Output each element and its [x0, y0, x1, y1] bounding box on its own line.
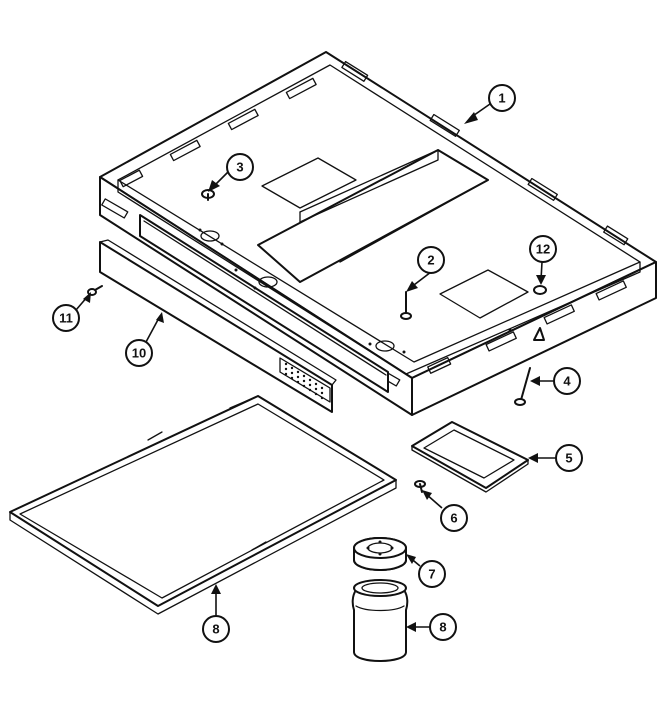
svg-text:6: 6: [450, 511, 457, 526]
screw-4: [514, 367, 531, 406]
screw-2: [400, 291, 412, 320]
main-tray: [99, 51, 657, 416]
svg-text:5: 5: [565, 451, 572, 466]
svg-text:12: 12: [536, 242, 550, 257]
callout-6: 6: [422, 490, 468, 532]
svg-text:1: 1: [498, 91, 505, 106]
svg-text:8: 8: [439, 620, 446, 635]
screw-3: [201, 189, 215, 201]
plate: [411, 421, 529, 493]
svg-text:10: 10: [132, 346, 146, 361]
svg-text:7: 7: [428, 567, 435, 582]
callout-1: 1: [464, 84, 516, 124]
callout-12: 12: [529, 235, 557, 285]
callout-7: 7: [406, 554, 446, 588]
screw-11: [87, 285, 103, 296]
svg-text:3: 3: [236, 160, 243, 175]
svg-text:11: 11: [59, 311, 73, 326]
nut-12: [533, 285, 547, 295]
callout-4: 4: [530, 367, 581, 395]
callout-5: 5: [528, 444, 583, 472]
jar-lid: [353, 537, 407, 571]
callout-2: 2: [406, 246, 445, 292]
callout-11: 11: [52, 292, 91, 332]
bottom-panel: [9, 395, 397, 615]
svg-text:2: 2: [427, 253, 434, 268]
callout-10: 10: [125, 312, 164, 367]
callout-3: 3: [208, 153, 254, 192]
tray-slots-back: [119, 77, 317, 188]
screw-6: [414, 480, 426, 493]
svg-text:8: 8: [212, 622, 219, 637]
vent-grid: [279, 357, 331, 403]
front-trim-panel: [99, 239, 337, 413]
callout-8-jar: 8: [406, 613, 457, 641]
jar: [351, 579, 409, 662]
svg-text:4: 4: [563, 374, 571, 389]
tray-slots-right: [341, 60, 629, 246]
callout-8-panel: 8: [202, 584, 230, 643]
